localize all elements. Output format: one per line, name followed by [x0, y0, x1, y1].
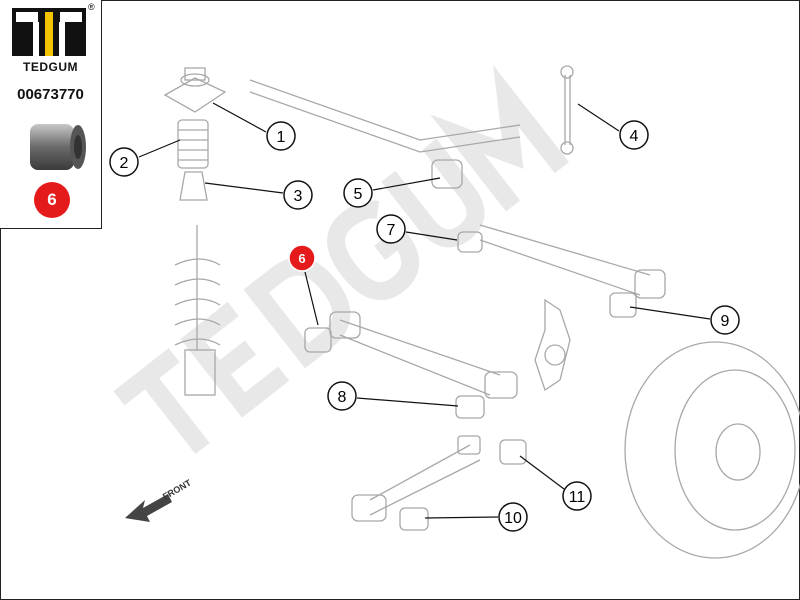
callout-7[interactable]: 7 — [376, 214, 406, 244]
callout-8[interactable]: 8 — [327, 381, 357, 411]
part-number: 00673770 — [17, 86, 84, 103]
svg-text:9: 9 — [721, 313, 730, 330]
svg-text:6: 6 — [298, 251, 305, 266]
leader-lines — [138, 102, 711, 519]
part-wheel — [624, 341, 800, 559]
part-upper-arm — [457, 224, 666, 318]
callout-2[interactable]: 2 — [109, 147, 139, 177]
watermark — [113, 65, 570, 454]
callout-5[interactable]: 5 — [343, 178, 373, 208]
svg-text:3: 3 — [294, 188, 303, 205]
callout-1[interactable]: 1 — [266, 121, 296, 151]
part-dust-boot — [177, 119, 209, 169]
part-info-panel: ® TEDGUM 00673770 6 — [0, 0, 102, 229]
svg-text:10: 10 — [504, 510, 522, 527]
callout-11[interactable]: 11 — [562, 481, 592, 511]
tedgum-logo — [12, 8, 86, 56]
svg-text:1: 1 — [277, 129, 286, 146]
svg-text:4: 4 — [630, 128, 639, 145]
bushing-image — [30, 124, 86, 170]
callout-10[interactable]: 10 — [498, 502, 528, 532]
callout-9[interactable]: 9 — [710, 305, 740, 335]
svg-text:8: 8 — [338, 389, 347, 406]
svg-text:7: 7 — [387, 222, 396, 239]
front-arrow-icon: FRONT — [125, 477, 193, 522]
callout-4[interactable]: 4 — [619, 120, 649, 150]
part-lower-arm — [304, 311, 518, 419]
part-knuckle — [534, 298, 571, 392]
brand-name: TEDGUM — [23, 60, 78, 74]
callout-3[interactable]: 3 — [283, 180, 313, 210]
part-trailing-arm — [351, 435, 527, 531]
part-stabilizer-bar — [249, 79, 521, 189]
front-label: FRONT — [161, 477, 193, 501]
part-top-mount — [163, 67, 227, 113]
part-bump-stop — [179, 171, 208, 201]
svg-text:5: 5 — [354, 186, 363, 203]
selected-position-badge: 6 — [34, 182, 70, 218]
registered-mark: ® — [88, 2, 95, 12]
svg-text:11: 11 — [569, 489, 586, 506]
callout-6-selected[interactable]: 6 — [288, 244, 316, 272]
svg-text:2: 2 — [120, 155, 129, 172]
parts-drawing — [163, 65, 800, 559]
part-stabilizer-link — [560, 65, 574, 155]
part-coil-spring — [174, 225, 221, 396]
